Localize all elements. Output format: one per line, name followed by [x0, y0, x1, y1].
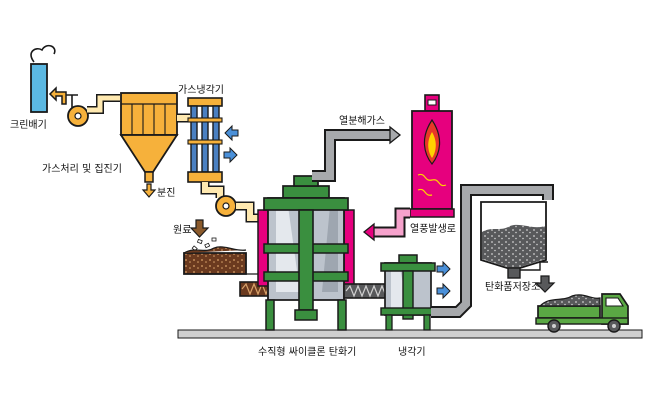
cooling-air-out-arrow	[223, 146, 238, 164]
gas-cooler	[187, 97, 223, 183]
gas-treatment-dust-collector	[119, 92, 179, 183]
dust-arrow	[141, 183, 157, 198]
char-unload-arrow	[534, 275, 556, 293]
pyrolysis-gas-duct	[312, 125, 402, 182]
char-cooler	[380, 254, 436, 331]
discharge-screw-conveyor	[343, 283, 393, 299]
clean-stack	[30, 44, 56, 113]
clean-stack-label: 크린배기	[10, 119, 47, 131]
pyrolysis-gas-label: 열분해가스	[339, 114, 385, 127]
char-storage-tank	[480, 201, 548, 279]
char-storage-label: 탄화품저장조	[485, 281, 540, 293]
cooler-air-arrow-top	[436, 260, 451, 278]
cooler-air-arrow-bottom	[436, 282, 451, 300]
hot-air-generator-label: 열풍발생로	[410, 223, 456, 235]
cooling-air-in-arrow	[224, 124, 239, 142]
gas-treatment-label: 가스처리 및 집진기	[42, 163, 122, 175]
hot-air-supply-pipe	[362, 207, 410, 242]
gas-cooler-label: 가스냉각기	[178, 84, 224, 96]
ground-line	[177, 329, 643, 339]
carbonizer-label: 수직형 싸이클론 탄화기	[258, 346, 356, 358]
hot-air-generator	[409, 94, 455, 218]
raw-material-arrow	[189, 219, 210, 238]
raw-material-label: 원료	[173, 224, 191, 236]
char-transport-duct	[431, 184, 554, 318]
dust-label: 분진	[157, 187, 175, 199]
raw-material-hopper	[183, 246, 269, 282]
cooler-label: 냉각기	[398, 346, 426, 358]
induced-draft-fan	[215, 195, 262, 223]
vertical-cyclone-carbonizer	[257, 175, 355, 331]
exhaust-fan	[67, 94, 120, 127]
exhaust-arrow	[48, 86, 67, 105]
truck	[535, 293, 629, 333]
